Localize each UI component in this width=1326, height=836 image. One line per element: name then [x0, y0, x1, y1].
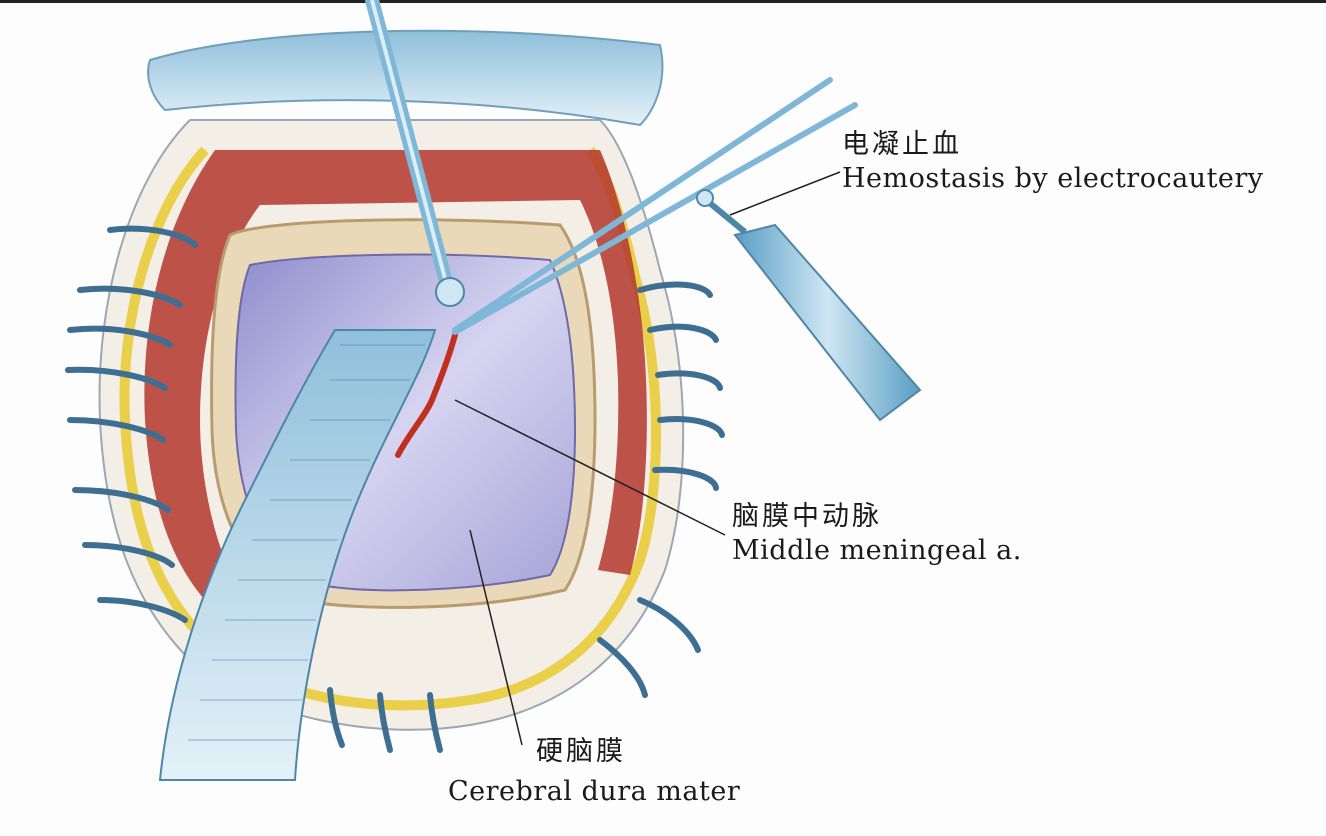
top-drape [147, 29, 664, 127]
label-dura-en: Cerebral dura mater [448, 776, 741, 807]
temporal-muscle [144, 150, 647, 600]
retractor-ridges [188, 344, 425, 741]
leader-line-dura [469, 529, 523, 746]
label-meningeal-zh: 脑膜中动脉 [732, 501, 882, 532]
electrocautery-forceps-icon [452, 77, 833, 333]
leader-line-hemostasis [729, 171, 841, 216]
label-dura-zh-wrap: 硬脑膜 [536, 735, 626, 769]
label-hemostasis-en: Hemostasis by electrocautery [842, 163, 1264, 194]
retractor-icon [158, 329, 437, 781]
forceps-second-blade [452, 102, 858, 335]
suction-opening [435, 277, 465, 307]
label-meningeal: 脑膜中动脉 Middle meningeal a. [732, 500, 1022, 568]
middle-meningeal-artery [395, 332, 458, 458]
label-hemostasis-zh: 电凝止血 [842, 129, 962, 160]
label-dura-zh: 硬脑膜 [536, 736, 626, 767]
cautery-joint [696, 189, 714, 207]
leader-line-meningeal [454, 399, 726, 536]
label-meningeal-en: Middle meningeal a. [732, 535, 1022, 566]
suction-highlight [370, 0, 450, 291]
label-dura-en-wrap: Cerebral dura mater [448, 775, 740, 809]
cautery-handle [733, 223, 922, 422]
label-hemostasis: 电凝止血 Hemostasis by electrocautery [842, 128, 1264, 196]
suture-hooks-icon [65, 225, 725, 753]
